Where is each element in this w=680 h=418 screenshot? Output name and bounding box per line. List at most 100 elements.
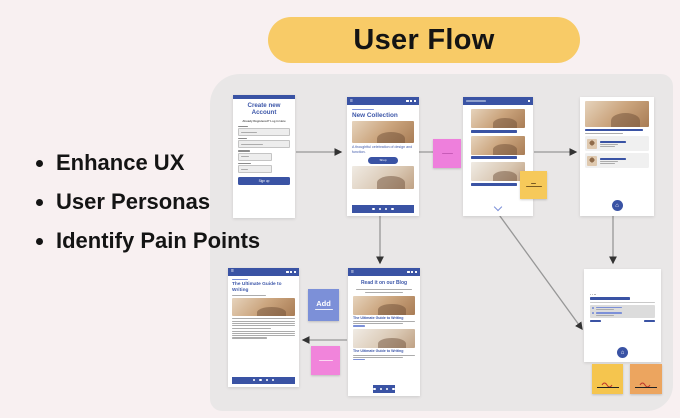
input-text <box>240 168 248 170</box>
blog-card[interactable]: The Ultimate Guide to Writing <box>353 329 415 361</box>
nav-search-icon[interactable] <box>379 387 382 391</box>
summary-item[interactable] <box>592 306 653 311</box>
secondary-photo <box>352 165 414 189</box>
divider <box>590 301 655 303</box>
article-title: The Ultimate Guide to Writing <box>232 281 282 293</box>
app-header: ≡ <box>348 268 420 276</box>
share-icon[interactable] <box>290 270 293 273</box>
bottom-nav <box>232 376 295 384</box>
signature-line <box>635 387 657 388</box>
filter-icon[interactable] <box>411 270 414 274</box>
search-icon[interactable] <box>406 99 409 103</box>
spacer <box>590 274 655 294</box>
card-label <box>471 129 517 133</box>
collection-tagline: A thoughtful celebration of design and f… <box>352 145 413 155</box>
read-more-link[interactable] <box>353 358 365 361</box>
menu-icon[interactable]: ≡ <box>351 268 354 275</box>
byline-text <box>232 295 266 297</box>
screen-home-collection: ≡ New Collection A thoughtful celebratio… <box>347 97 419 216</box>
home-icon[interactable]: ⌂ <box>611 200 623 211</box>
read-more-link[interactable] <box>353 325 365 327</box>
field-email <box>238 138 290 149</box>
title-badge: User Flow <box>268 17 580 63</box>
home-icon[interactable]: ⌂ <box>617 347 628 358</box>
cart-icon[interactable] <box>413 99 416 103</box>
sticky-note-orange[interactable] <box>630 364 662 394</box>
nav-bag-icon[interactable] <box>385 207 388 211</box>
cancel-button[interactable] <box>590 319 601 322</box>
dots-row <box>590 294 655 296</box>
signup-login-link[interactable]: Already Registered? Log in Here <box>242 118 286 123</box>
card-photo <box>353 329 415 349</box>
bottom-nav <box>352 205 414 213</box>
overline-text <box>352 109 374 111</box>
card-text <box>353 323 403 325</box>
review-row[interactable] <box>585 136 649 152</box>
nav-profile-icon[interactable] <box>392 387 395 391</box>
email-input[interactable] <box>238 140 290 149</box>
card-photo <box>471 135 525 155</box>
item-text <box>595 314 614 316</box>
card-text <box>353 356 403 358</box>
bullet-icon <box>592 312 595 315</box>
card-photo <box>353 295 415 315</box>
menu-icon[interactable]: ≡ <box>350 97 353 104</box>
bookmark-icon[interactable] <box>293 270 296 273</box>
bullet-icon <box>592 306 595 309</box>
feature-item-user-personas: User Personas <box>56 189 260 215</box>
connector-gallery-to-confirm <box>496 211 583 331</box>
nav-home-icon[interactable] <box>372 207 375 211</box>
review-row[interactable] <box>585 153 649 169</box>
feature-list: Enhance UX User Personas Identify Pain P… <box>30 150 260 267</box>
nav-home-icon[interactable] <box>252 379 256 382</box>
favorites-icon[interactable] <box>410 99 413 103</box>
gallery-card[interactable] <box>471 162 525 186</box>
password-input[interactable] <box>238 152 272 161</box>
nav-home-icon[interactable] <box>373 387 376 391</box>
search-icon[interactable] <box>407 270 410 274</box>
gallery-card[interactable] <box>471 135 525 159</box>
card-text <box>353 354 415 356</box>
nav-bookmark-icon[interactable] <box>265 379 268 382</box>
nav-blog-icon[interactable] <box>386 387 389 391</box>
page-title: User Flow <box>353 23 495 56</box>
summary-item[interactable] <box>592 312 653 316</box>
menu-icon[interactable]: ≡ <box>231 268 234 275</box>
dob-input[interactable] <box>238 165 272 174</box>
reviewer-name <box>599 157 626 160</box>
review-text <box>599 162 615 164</box>
nav-search-icon[interactable] <box>259 379 262 382</box>
review-text <box>599 160 618 162</box>
blog-card[interactable]: The Ultimate Guide to Writing <box>353 295 415 327</box>
sticky-note-pink-2[interactable] <box>311 346 340 375</box>
note-text <box>318 360 333 361</box>
signature-line <box>596 387 619 388</box>
signup-button[interactable]: Sign up <box>238 177 290 186</box>
sticky-note-pink-1[interactable] <box>433 139 461 168</box>
chevron-down-icon[interactable] <box>493 202 503 212</box>
sticky-note-yellow-2[interactable] <box>592 364 623 394</box>
sticky-note-yellow-1[interactable] <box>520 171 547 199</box>
screen-confirmation: ⌂ <box>584 269 661 362</box>
search-icon[interactable] <box>286 270 289 273</box>
input-text <box>240 131 257 133</box>
field-label <box>238 138 247 140</box>
sticky-note-add[interactable]: Add <box>308 289 339 321</box>
nav-profile-icon[interactable] <box>271 379 275 382</box>
field-password <box>238 150 290 161</box>
bottom-nav <box>373 385 395 393</box>
modal-actions <box>590 319 655 322</box>
nav-search-icon[interactable] <box>378 207 381 211</box>
status-bar <box>233 95 295 99</box>
gallery-card[interactable] <box>471 109 525 133</box>
cart-icon[interactable] <box>414 270 417 274</box>
item-title <box>595 312 622 314</box>
confirm-button[interactable] <box>644 319 655 322</box>
field-label <box>238 162 251 165</box>
name-input[interactable] <box>238 128 290 137</box>
card-photo <box>471 162 525 181</box>
close-icon[interactable] <box>527 99 530 103</box>
shop-button[interactable]: Shop <box>368 156 398 164</box>
nav-profile-icon[interactable] <box>391 207 394 211</box>
avatar <box>587 155 597 166</box>
